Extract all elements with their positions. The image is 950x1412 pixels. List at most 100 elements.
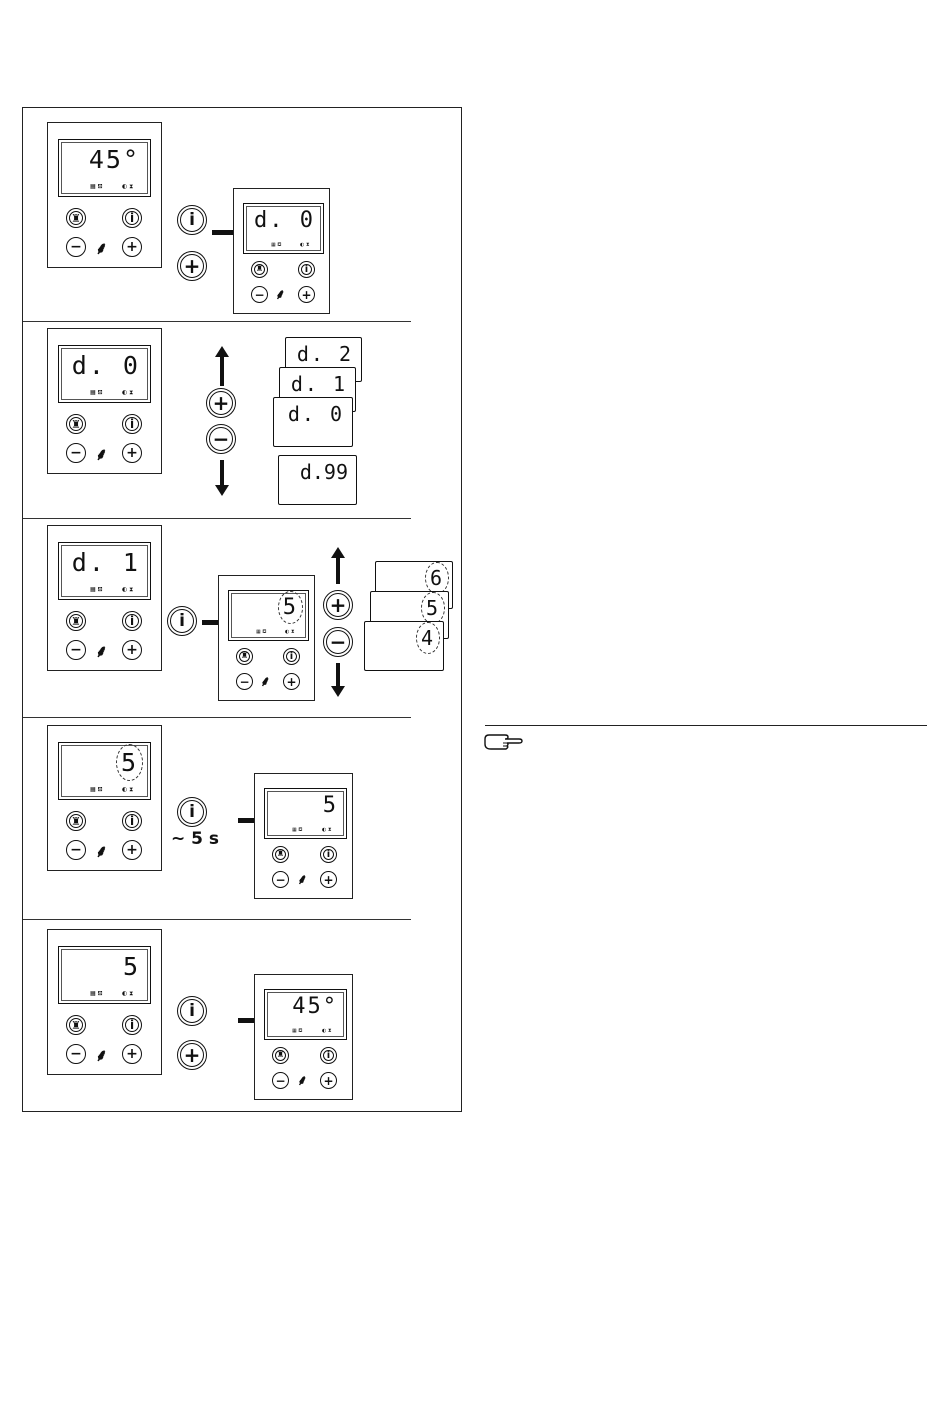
indicator-symbols-right: ◐ ⧗ [122, 786, 133, 794]
plus-icon: + [323, 874, 333, 886]
minus-button[interactable]: − [66, 1044, 86, 1064]
plus-button-press[interactable]: + [177, 251, 207, 281]
reset-icon: ♜ [71, 616, 81, 627]
lcd-value: 5 [283, 595, 298, 620]
plus-button[interactable]: + [298, 286, 315, 303]
info-button[interactable]: i [122, 811, 142, 831]
indicator-symbols-right: ◐ ⧗ [122, 586, 133, 594]
flame-icon: ⸙ [95, 1043, 108, 1066]
minus-button-press[interactable]: − [206, 424, 236, 454]
info-button[interactable]: i [122, 414, 142, 434]
minus-button-press[interactable]: − [323, 627, 353, 657]
info-button[interactable]: i [283, 648, 300, 665]
plus-button-press[interactable]: + [177, 1040, 207, 1070]
control-panel: d. 0 ▦ ⛾ ◐ ⧗ ♜ i − ⸙ + [47, 328, 162, 474]
lcd-value: 5 [323, 793, 338, 818]
minus-button[interactable]: − [236, 673, 253, 690]
info-icon: i [327, 1051, 330, 1061]
info-button-press[interactable]: i [177, 205, 207, 235]
info-button[interactable]: i [298, 261, 315, 278]
plus-button[interactable]: + [122, 237, 142, 257]
minus-button[interactable]: − [66, 840, 86, 860]
reset-button[interactable]: ♜ [66, 1015, 86, 1035]
info-button-press[interactable]: i [167, 606, 197, 636]
minus-button[interactable]: − [272, 1072, 289, 1089]
minus-icon: − [275, 874, 285, 886]
minus-icon: − [239, 676, 249, 688]
lcd-screen: 5 ▦ ⛾ ◐ ⧗ [58, 946, 151, 1004]
lcd-screen: 5 ▦ ⛾ ◐ ⧗ [228, 590, 309, 641]
info-button[interactable]: i [320, 1047, 337, 1064]
info-button[interactable]: i [122, 611, 142, 631]
reset-button[interactable]: ♜ [66, 611, 86, 631]
indicator-symbols-left: ▦ ⛾ [256, 629, 266, 636]
minus-button[interactable]: − [272, 871, 289, 888]
info-icon: i [305, 265, 308, 275]
minus-icon: − [70, 643, 82, 657]
reset-button[interactable]: ♜ [251, 261, 268, 278]
info-icon: i [130, 212, 134, 224]
reset-button[interactable]: ♜ [66, 811, 86, 831]
plus-icon: + [126, 1047, 138, 1061]
info-button[interactable]: i [320, 846, 337, 863]
indicator-symbols-right: ◐ ⧗ [322, 827, 331, 833]
plus-button[interactable]: + [320, 871, 337, 888]
plus-button[interactable]: + [122, 1044, 142, 1064]
reset-icon: ♜ [276, 850, 284, 859]
step-divider [23, 919, 411, 920]
reset-button[interactable]: ♜ [272, 846, 289, 863]
step-divider [23, 717, 411, 718]
card-value: d. 1 [291, 372, 347, 396]
minus-button[interactable]: − [66, 640, 86, 660]
minus-icon: − [254, 289, 264, 301]
control-panel: 5 ▦ ⛾ ◐ ⧗ ♜ i − ⸙ + [47, 725, 162, 871]
plus-button-press[interactable]: + [323, 590, 353, 620]
plus-button[interactable]: + [122, 443, 142, 463]
minus-button[interactable]: − [66, 443, 86, 463]
info-button[interactable]: i [122, 208, 142, 228]
card-value: d. 0 [288, 402, 344, 426]
note-divider [485, 725, 927, 726]
indicator-symbols-right: ◐ ⧗ [122, 183, 133, 191]
reset-icon: ♜ [255, 265, 263, 274]
plus-button[interactable]: + [122, 840, 142, 860]
indicator-symbols-left: ▦ ⛾ [90, 990, 102, 998]
flame-icon: ⸙ [275, 285, 286, 304]
flame-icon: ⸙ [95, 442, 108, 465]
indicator-symbols-left: ▦ ⛾ [90, 786, 102, 794]
info-button-press[interactable]: i [177, 797, 207, 827]
step-divider [23, 518, 411, 519]
reset-button[interactable]: ♜ [272, 1047, 289, 1064]
indicator-symbols-right: ◐ ⧗ [122, 389, 133, 397]
reset-icon: ♜ [71, 213, 81, 224]
plus-button[interactable]: + [320, 1072, 337, 1089]
result-panel: d. 0 ▦ ⛾ ◐ ⧗ ♜ i − ⸙ + [233, 188, 330, 314]
plus-icon: + [330, 595, 347, 615]
plus-icon: + [126, 843, 138, 857]
flame-icon: ⸙ [95, 839, 108, 862]
minus-button[interactable]: − [251, 286, 268, 303]
minus-icon: − [70, 1047, 82, 1061]
pointing-hand-icon [483, 730, 523, 752]
plus-icon: + [213, 393, 230, 413]
control-panel: d. 1 ▦ ⛾ ◐ ⧗ ♜ i − ⸙ + [47, 525, 162, 671]
info-button[interactable]: i [122, 1015, 142, 1035]
plus-icon: + [126, 643, 138, 657]
minus-icon: − [213, 429, 230, 449]
info-icon: i [189, 804, 195, 821]
lcd-screen: 45° ▦ ⛾ ◐ ⧗ [264, 989, 347, 1040]
minus-icon: − [275, 1075, 285, 1087]
flame-icon: ⸙ [297, 1071, 308, 1090]
reset-button[interactable]: ♜ [236, 648, 253, 665]
reset-button[interactable]: ♜ [66, 208, 86, 228]
minus-button[interactable]: − [66, 237, 86, 257]
info-button-press[interactable]: i [177, 996, 207, 1026]
control-panel: 5 ▦ ⛾ ◐ ⧗ ♜ i − ⸙ + [47, 929, 162, 1075]
info-icon: i [130, 1019, 134, 1031]
indicator-symbols-left: ▦ ⛾ [90, 586, 102, 594]
reset-button[interactable]: ♜ [66, 414, 86, 434]
plus-button[interactable]: + [283, 673, 300, 690]
info-icon: i [179, 613, 185, 630]
plus-button[interactable]: + [122, 640, 142, 660]
plus-button-press[interactable]: + [206, 388, 236, 418]
